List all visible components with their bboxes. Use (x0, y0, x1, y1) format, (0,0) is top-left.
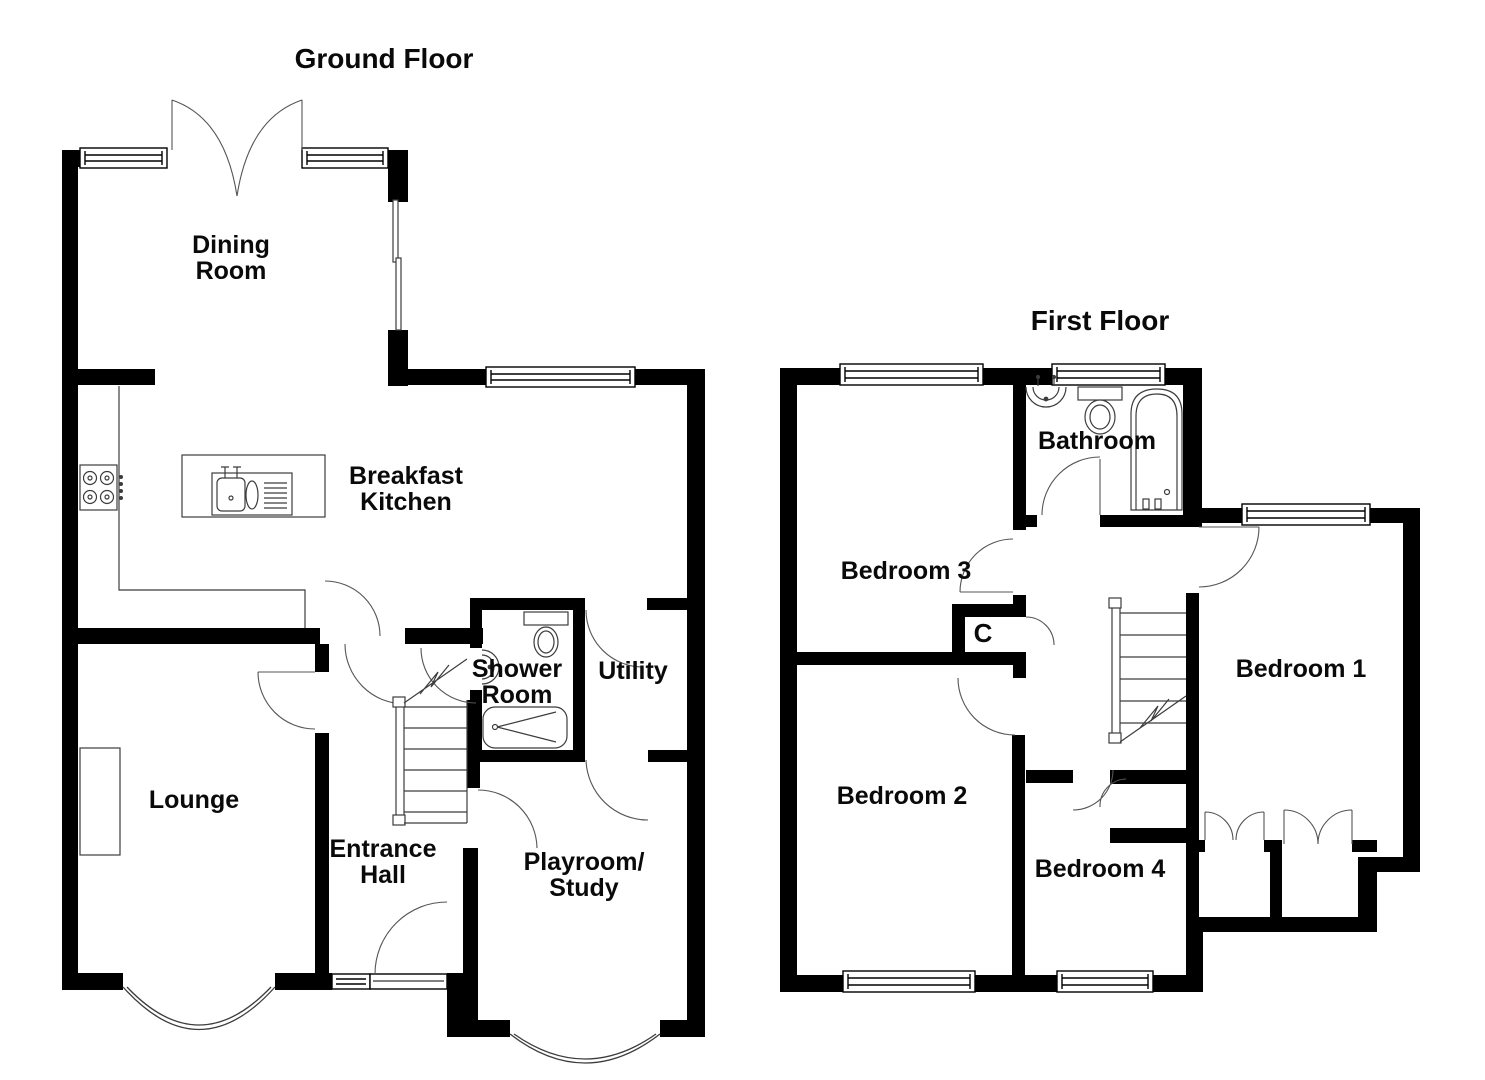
shower-room-door (420, 647, 477, 704)
chimney-breast (79, 747, 121, 856)
room-label-cupboard-c: C (973, 618, 993, 648)
bedroom2-door (957, 677, 1016, 736)
stairs-first (1108, 597, 1187, 744)
front-door (369, 901, 448, 990)
room-label-bedroom-3: Bedroom 3 (840, 557, 972, 585)
bedroom3-window (839, 363, 984, 386)
bathroom-basin-icon (1025, 374, 1067, 408)
dining-window-left (79, 147, 168, 169)
bathroom-bath-icon (1130, 388, 1183, 511)
utility-door (585, 609, 644, 668)
ground-floor-plan (62, 99, 705, 1064)
shower-bath-icon (482, 706, 568, 749)
kitchen-window (485, 366, 636, 388)
corner-basin-icon (481, 649, 500, 685)
room-label-lounge: Lounge (148, 786, 240, 814)
ground-floor-title: Ground Floor (294, 43, 474, 74)
first-windows (839, 363, 1371, 993)
kitchen-sink-icon (181, 454, 326, 518)
lounge-door (257, 671, 316, 730)
bay-window-playroom (509, 1033, 661, 1064)
bathroom-window (1051, 363, 1166, 386)
worktop-line (118, 386, 306, 628)
first-floor-plan (780, 363, 1420, 993)
room-label-bedroom-2: Bedroom 2 (836, 782, 968, 810)
bathroom-door (1041, 456, 1101, 516)
hob-icon (79, 464, 123, 511)
room-label-bedroom-1: Bedroom 1 (1235, 655, 1367, 683)
bedroom4-door (1072, 769, 1114, 811)
first-floor-title: First Floor (1030, 305, 1170, 336)
ground-door-arcs (171, 99, 649, 849)
room-label-bedroom-4: Bedroom 4 (1034, 855, 1166, 883)
french-doors (171, 99, 303, 197)
bathroom-toilet-icon (1077, 386, 1123, 435)
room-label-shower-room: Shower Room (471, 655, 563, 709)
ground-windows (79, 147, 636, 990)
bedroom1-door (1198, 526, 1260, 588)
room-label-dining-room: Dining Room (192, 231, 270, 285)
utility-playroom-door (585, 759, 649, 821)
dining-glazed-screen (392, 199, 402, 331)
room-label-playroom-study: Playroom/ Study (523, 848, 645, 902)
first-walls (780, 368, 1420, 992)
bay-window-lounge (122, 986, 276, 1030)
front-door-sidelight (331, 973, 371, 990)
bedroom3-door (959, 538, 1014, 593)
room-label-entrance-hall: Entrance Hall (329, 835, 437, 889)
room-label-utility: Utility (598, 657, 668, 685)
kitchen-hall-door (324, 580, 406, 705)
bedroom2-window (842, 970, 976, 993)
dining-window-right (301, 147, 389, 169)
landing-cupboard-door (1099, 778, 1127, 808)
bedroom4-window (1056, 970, 1154, 993)
stairs-ground (392, 658, 468, 826)
room-label-bathroom: Bathroom (1037, 427, 1157, 455)
wardrobe-doors (1204, 809, 1353, 845)
shower-toilet-icon (523, 611, 569, 658)
ground-walls (62, 150, 705, 1037)
cupboard-c-door (1025, 616, 1055, 646)
first-door-arcs (957, 456, 1353, 845)
room-label-breakfast-kitchen: Breakfast Kitchen (349, 462, 463, 516)
hall-playroom-door (477, 789, 538, 849)
bedroom1-window (1241, 503, 1371, 526)
